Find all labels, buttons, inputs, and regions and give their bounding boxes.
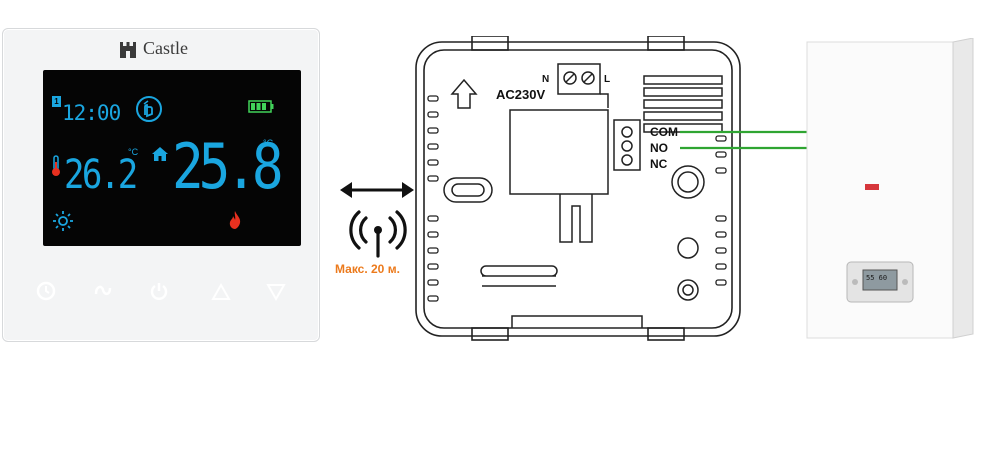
hand-touch-icon xyxy=(136,96,162,122)
down-button-icon[interactable] xyxy=(266,283,286,301)
wires xyxy=(680,130,808,150)
l-terminal-label: L xyxy=(604,74,611,85)
sun-icon xyxy=(53,211,73,231)
boiler-logo xyxy=(865,184,879,190)
castle-logo-icon xyxy=(120,42,136,58)
power-button-icon[interactable] xyxy=(148,280,170,302)
boiler xyxy=(806,38,974,339)
n-terminal-label: N xyxy=(542,74,550,85)
thermostat-display xyxy=(43,70,301,246)
antenna-signal-icon xyxy=(349,210,407,258)
range-label: Макс. 20 м. xyxy=(335,262,400,276)
com-terminal-label: COM xyxy=(650,125,678,139)
boiler-display xyxy=(862,269,898,291)
flame-icon xyxy=(229,211,241,229)
set-temp-unit: °C xyxy=(263,138,274,148)
battery-icon xyxy=(248,100,274,113)
clock-time: 12:00 xyxy=(62,101,121,125)
no-terminal-label: NO xyxy=(650,141,668,155)
up-arrow-icon xyxy=(450,78,478,109)
nc-terminal-label: NC xyxy=(650,157,668,171)
brand-name: Castle xyxy=(143,38,188,58)
room-temperature: 26.2 xyxy=(64,152,138,198)
thermometer-icon xyxy=(52,155,60,176)
clock-button-icon[interactable] xyxy=(35,280,57,302)
mode-button-icon[interactable] xyxy=(92,280,114,302)
room-temp-unit: °C xyxy=(128,147,139,157)
set-temperature: 25.8 xyxy=(172,130,284,203)
wireless-link xyxy=(340,182,414,258)
home-icon xyxy=(152,147,168,161)
schedule-number: 1 xyxy=(52,96,61,107)
boiler-display-value: 55 60 xyxy=(866,274,888,282)
side-ribs xyxy=(427,95,727,302)
receiver-base xyxy=(415,36,741,341)
power-label: AC230V xyxy=(496,87,546,102)
up-button-icon[interactable] xyxy=(211,283,231,301)
double-arrow-icon xyxy=(340,182,414,198)
